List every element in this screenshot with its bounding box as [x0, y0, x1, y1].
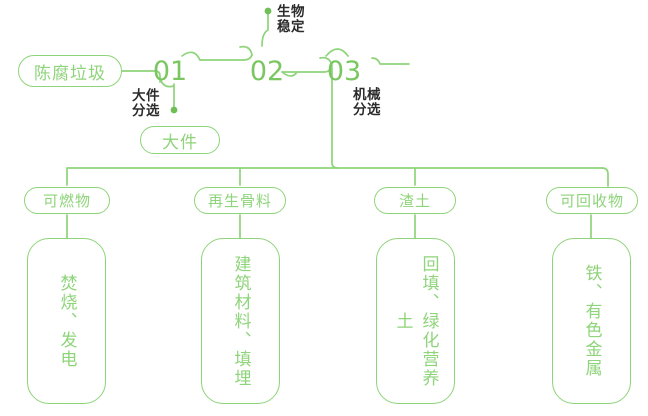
stage-01-output-label: 大件	[162, 132, 198, 153]
stage-number-01: 01	[153, 56, 187, 87]
stage-number-03: 03	[327, 56, 361, 87]
output-box-3[interactable]: 回填、绿化营养土	[376, 238, 455, 404]
output-pill-4-label: 可回收物	[559, 192, 624, 210]
output-pill-4[interactable]: 可回收物	[546, 187, 638, 214]
output-box-2-text: 建筑材料、填埋	[230, 254, 251, 388]
stage-03-label: 机械 分选	[353, 87, 381, 118]
output-pill-1[interactable]: 可燃物	[24, 187, 110, 214]
output-pill-3-label: 渣土	[398, 192, 431, 210]
output-box-4[interactable]: 铁、有色金属	[552, 238, 631, 404]
output-pill-2[interactable]: 再生骨料	[194, 187, 286, 214]
output-pill-2-label: 再生骨料	[207, 192, 272, 210]
output-box-3-text: 回填、绿化营养土	[392, 254, 439, 388]
output-box-1[interactable]: 焚烧、发电	[27, 238, 106, 404]
stage-number-02: 02	[250, 56, 284, 87]
node-01-endpoint-dot	[170, 106, 178, 114]
source-pill-label: 陈腐垃圾	[34, 63, 106, 84]
source-pill[interactable]: 陈腐垃圾	[18, 55, 122, 87]
stage-02-label: 生物 稳定	[277, 4, 305, 35]
node-02-endpoint-dot	[264, 7, 272, 15]
output-box-2[interactable]: 建筑材料、填埋	[201, 238, 280, 404]
output-box-1-text: 焚烧、发电	[56, 273, 77, 369]
stage-01-output-pill[interactable]: 大件	[140, 126, 220, 154]
output-box-4-text: 铁、有色金属	[581, 264, 602, 378]
output-pill-1-label: 可燃物	[42, 192, 91, 210]
output-pill-3[interactable]: 渣土	[374, 187, 456, 214]
stage-01-label: 大件 分选	[132, 88, 160, 119]
